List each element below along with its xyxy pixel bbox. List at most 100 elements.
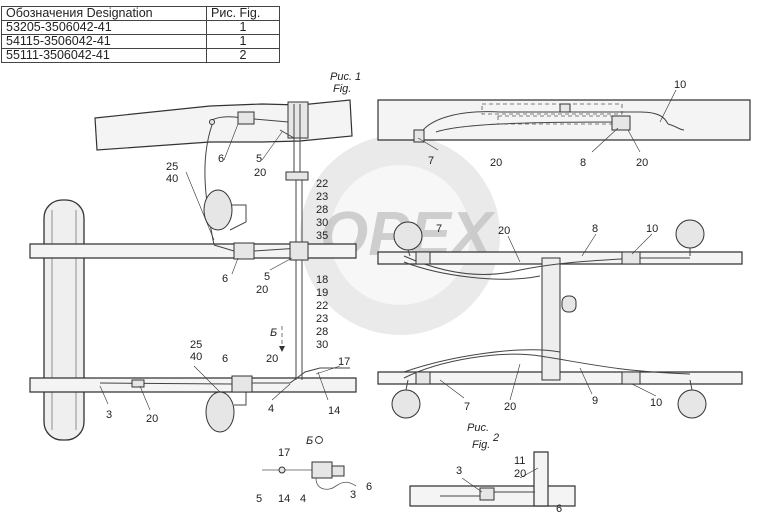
designation-table: Обозначения Designation Рис. Fig. 53205-… — [1, 6, 280, 63]
leader-line — [261, 131, 283, 161]
valve-icon — [231, 375, 253, 393]
callout-28: 28 — [316, 204, 328, 216]
left-chassis — [29, 180, 357, 441]
leader-line — [461, 477, 483, 493]
leader-line — [631, 383, 657, 397]
arrow-head-icon — [279, 346, 285, 352]
brake-chamber-icon — [677, 389, 707, 419]
top-left-rail — [94, 99, 353, 176]
callout-20: 20 — [498, 225, 510, 237]
leader-line — [139, 385, 151, 411]
figure-2-number: 2 — [492, 432, 499, 444]
valve-icon — [621, 371, 641, 385]
valve-icon — [479, 487, 495, 501]
callout-23: 23 — [316, 313, 328, 325]
air-line — [403, 255, 690, 275]
callout-6: 6 — [218, 153, 224, 165]
callout-25: 25 — [190, 339, 202, 351]
air-line — [213, 244, 235, 252]
callout-25: 25 — [166, 161, 178, 173]
view-b-marker: Б — [270, 327, 277, 339]
callout-5: 5 — [256, 153, 262, 165]
callout-5: 5 — [256, 493, 262, 505]
callout-20: 20 — [256, 284, 268, 296]
callout-20: 20 — [514, 468, 526, 480]
frame-rail — [94, 99, 353, 151]
figure-2-title-en: Fig. — [472, 439, 490, 451]
leader-line — [659, 89, 677, 123]
callout-22: 22 — [316, 300, 328, 312]
air-line — [403, 349, 561, 373]
callout-17: 17 — [278, 447, 290, 459]
callout-8: 8 — [592, 223, 598, 235]
brake-chamber-icon — [205, 391, 235, 433]
connector-icon — [285, 171, 309, 181]
air-line — [403, 353, 691, 379]
leader-line — [507, 235, 521, 263]
callout-28: 28 — [316, 326, 328, 338]
valve-icon — [415, 251, 431, 265]
callout-20: 20 — [146, 413, 158, 425]
callout-14: 14 — [278, 493, 290, 505]
row-figure: 2 — [206, 48, 280, 63]
callout-6: 6 — [222, 273, 228, 285]
fitting-icon — [331, 465, 345, 477]
callout-20: 20 — [254, 167, 266, 179]
air-line — [99, 382, 233, 385]
valve-icon — [561, 295, 577, 313]
callout-9: 9 — [592, 395, 598, 407]
leader-line — [269, 257, 293, 271]
callout-20: 20 — [490, 157, 502, 169]
leader-line — [417, 137, 439, 151]
callout-14: 14 — [328, 405, 340, 417]
callout-20: 20 — [504, 401, 516, 413]
air-line — [403, 261, 541, 280]
air-line — [252, 367, 350, 384]
valve-icon — [311, 461, 333, 479]
valve-icon — [233, 242, 255, 260]
row-designation: 55111-3506042-41 — [1, 48, 207, 63]
view-b-circle-icon — [315, 436, 323, 444]
callout-23: 23 — [316, 191, 328, 203]
leader-line — [231, 257, 239, 275]
valve-icon — [415, 371, 431, 385]
brake-chamber-icon — [675, 219, 705, 249]
fitting-icon — [278, 466, 286, 474]
callout-10: 10 — [650, 397, 662, 409]
leader-line — [193, 365, 221, 393]
hose-line — [689, 379, 693, 391]
leader-line — [439, 379, 465, 399]
brake-chamber-icon — [391, 389, 421, 419]
air-line — [419, 111, 669, 135]
callout-40: 40 — [190, 351, 202, 363]
top-right-rail — [377, 99, 751, 143]
callout-35: 35 — [316, 230, 328, 242]
coupling-icon — [131, 379, 145, 388]
view-b — [262, 461, 357, 490]
leader-line — [223, 123, 239, 161]
figure-1-title-en: Fig. — [333, 83, 351, 95]
callout-30: 30 — [316, 217, 328, 229]
leader-line — [509, 363, 521, 401]
callout-6: 6 — [556, 503, 562, 515]
leader-line — [581, 233, 597, 257]
callout-3: 3 — [456, 465, 462, 477]
callout-7: 7 — [428, 155, 434, 167]
leader-lines — [99, 89, 677, 493]
callout-20: 20 — [636, 157, 648, 169]
callout-5: 5 — [264, 271, 270, 283]
figure-2-title-ru: Рис. — [467, 422, 489, 434]
leader-line — [315, 365, 341, 375]
callout-numbers: 25 40 6 5 20 22 23 28 30 35 6 5 20 18 19… — [106, 79, 686, 515]
callout-17: 17 — [338, 356, 350, 368]
callout-19: 19 — [316, 287, 328, 299]
callout-22: 22 — [316, 178, 328, 190]
tee-icon — [289, 241, 309, 261]
callout-4: 4 — [268, 403, 274, 415]
brake-chamber-icon — [393, 221, 423, 251]
view-b-title: Б — [306, 435, 313, 447]
callout-3: 3 — [350, 489, 356, 501]
valve-icon — [621, 251, 641, 265]
fitting-icon — [559, 103, 571, 113]
